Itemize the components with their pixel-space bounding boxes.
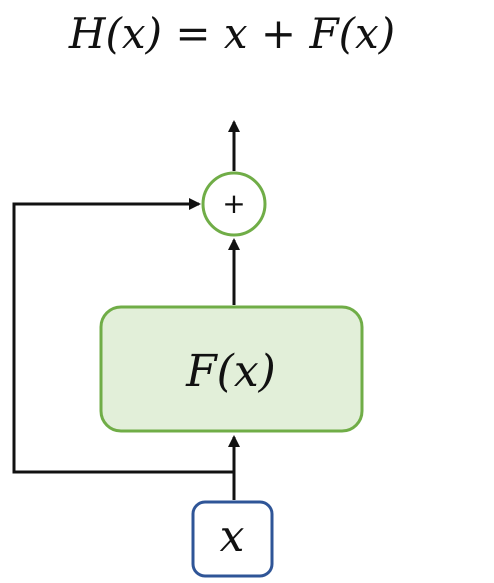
equation-title: H(x) = x + F(x) xyxy=(68,9,395,58)
function-block xyxy=(99,305,364,433)
input-label: x xyxy=(220,511,245,562)
function-label: F(x) xyxy=(185,346,276,397)
sum-operator: + xyxy=(222,187,245,220)
sum-node xyxy=(201,171,267,237)
skip-connection-line xyxy=(12,198,234,474)
input-node xyxy=(191,500,274,578)
